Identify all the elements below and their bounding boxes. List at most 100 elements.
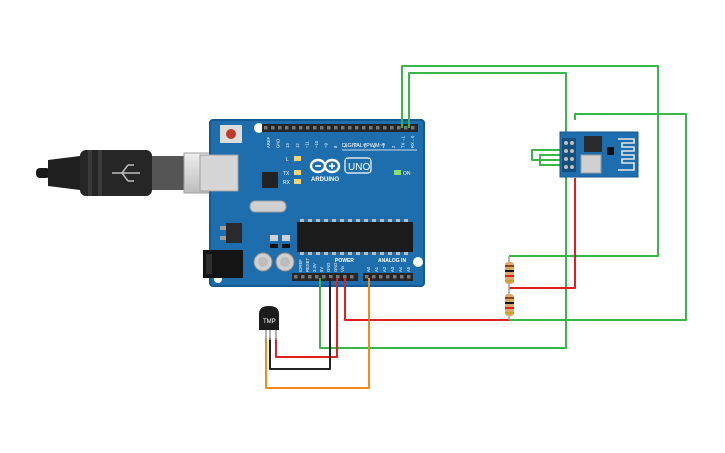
- header-hole[interactable]: [315, 275, 319, 279]
- header-hole[interactable]: [390, 126, 394, 130]
- header-hole[interactable]: [336, 275, 340, 279]
- header-hole[interactable]: [411, 126, 415, 130]
- header-hole[interactable]: [341, 126, 345, 130]
- header-hole[interactable]: [313, 126, 317, 130]
- header-hole[interactable]: [292, 126, 296, 130]
- reset-button[interactable]: [220, 125, 242, 143]
- digital-header: [262, 124, 418, 132]
- header-hole[interactable]: [355, 126, 359, 130]
- arduino-board[interactable]: L TX RX ON ARDUINO UNO: [199, 119, 425, 287]
- header-hole[interactable]: [393, 275, 397, 279]
- chip-pin: [308, 219, 312, 222]
- chip-pin: [340, 252, 344, 255]
- header-hole[interactable]: [397, 126, 401, 130]
- header-hole[interactable]: [278, 126, 282, 130]
- power-pin-label: IOREF: [298, 259, 303, 272]
- digital-pin-label: ~3: [381, 143, 386, 148]
- digital-pin-label: TX→1: [400, 135, 405, 148]
- ic-chip-small: [262, 172, 278, 188]
- header-holes: [264, 126, 415, 279]
- header-hole[interactable]: [294, 275, 298, 279]
- chip-pin: [308, 252, 312, 255]
- header-hole[interactable]: [348, 126, 352, 130]
- wire-green-module[interactable]: [531, 149, 568, 161]
- header-hole[interactable]: [404, 126, 408, 130]
- digital-pin-label: ~10: [314, 140, 319, 148]
- chip-pin: [332, 219, 336, 222]
- chip-pin: [324, 252, 328, 255]
- usb-icon: [112, 164, 140, 182]
- led-l: [294, 156, 301, 161]
- chip-pins: [300, 219, 408, 255]
- wire-green-rx[interactable]: [319, 72, 567, 349]
- header-hole[interactable]: [369, 126, 373, 130]
- resistor-2[interactable]: [505, 288, 514, 320]
- digital-label: DIGITAL (PWM~): [342, 143, 385, 149]
- header-hole[interactable]: [386, 275, 390, 279]
- header-hole[interactable]: [285, 126, 289, 130]
- header-hole[interactable]: [306, 126, 310, 130]
- header-hole[interactable]: [350, 275, 354, 279]
- led-rx: [294, 179, 301, 184]
- led-tx-label: TX: [283, 171, 290, 177]
- header-hole[interactable]: [308, 275, 312, 279]
- digital-pin-label: 12: [295, 143, 300, 148]
- digital-pin-label: 4: [372, 145, 377, 148]
- esp8266-wifi-module[interactable]: [559, 131, 639, 178]
- digital-pin-label: AREF: [266, 136, 271, 148]
- wire-red-sensor[interactable]: [275, 278, 338, 358]
- chip-pin: [332, 252, 336, 255]
- header-hole[interactable]: [365, 275, 369, 279]
- crystal: [249, 200, 287, 213]
- wire-black-gnd[interactable]: [269, 278, 331, 370]
- header-hole[interactable]: [383, 126, 387, 130]
- wire-orange-signal[interactable]: [265, 278, 370, 389]
- chip-pin: [364, 219, 368, 222]
- digital-pin-label: RX←0: [410, 135, 415, 148]
- header-hole[interactable]: [329, 275, 333, 279]
- wire-green-module-2[interactable]: [539, 154, 568, 166]
- usb-port: [199, 154, 239, 192]
- header-hole[interactable]: [362, 126, 366, 130]
- wires[interactable]: [265, 65, 687, 389]
- chip-pin: [316, 219, 320, 222]
- header-hole[interactable]: [271, 126, 275, 130]
- chip-pin: [316, 252, 320, 255]
- chip-pin: [404, 252, 408, 255]
- header-hole[interactable]: [400, 275, 404, 279]
- power-pin-label: Vin: [340, 265, 345, 272]
- header-hole[interactable]: [264, 126, 268, 130]
- header-hole[interactable]: [372, 275, 376, 279]
- wire-red-5v[interactable]: [344, 278, 509, 321]
- header-hole[interactable]: [320, 126, 324, 130]
- analog-pin-label: A5: [406, 266, 411, 272]
- header-hole[interactable]: [407, 275, 411, 279]
- analog-pin-label: A1: [374, 266, 379, 272]
- digital-pin-label: ~6: [352, 143, 357, 148]
- header-hole[interactable]: [376, 126, 380, 130]
- chip-pin: [372, 252, 376, 255]
- header-hole[interactable]: [334, 126, 338, 130]
- header-hole[interactable]: [322, 275, 326, 279]
- header-hole[interactable]: [299, 126, 303, 130]
- tmp-sensor[interactable]: TMP: [259, 306, 279, 340]
- analog-pin-label: A0: [366, 266, 371, 272]
- chip-pin: [340, 219, 344, 222]
- resistor-1[interactable]: [505, 256, 514, 288]
- chip-pin: [396, 252, 400, 255]
- wire-red-vcc[interactable]: [509, 178, 576, 289]
- chip-pin: [324, 219, 328, 222]
- header-hole[interactable]: [379, 275, 383, 279]
- chip-pin: [380, 252, 384, 255]
- antenna-icon: [618, 138, 635, 171]
- wire-green-right[interactable]: [509, 113, 687, 321]
- brand-label: ARDUINO: [311, 177, 339, 183]
- power-pin-label: RESET: [305, 258, 310, 272]
- header-hole[interactable]: [343, 275, 347, 279]
- header-hole[interactable]: [301, 275, 305, 279]
- wire-green-tx[interactable]: [401, 65, 659, 257]
- header-hole[interactable]: [327, 126, 331, 130]
